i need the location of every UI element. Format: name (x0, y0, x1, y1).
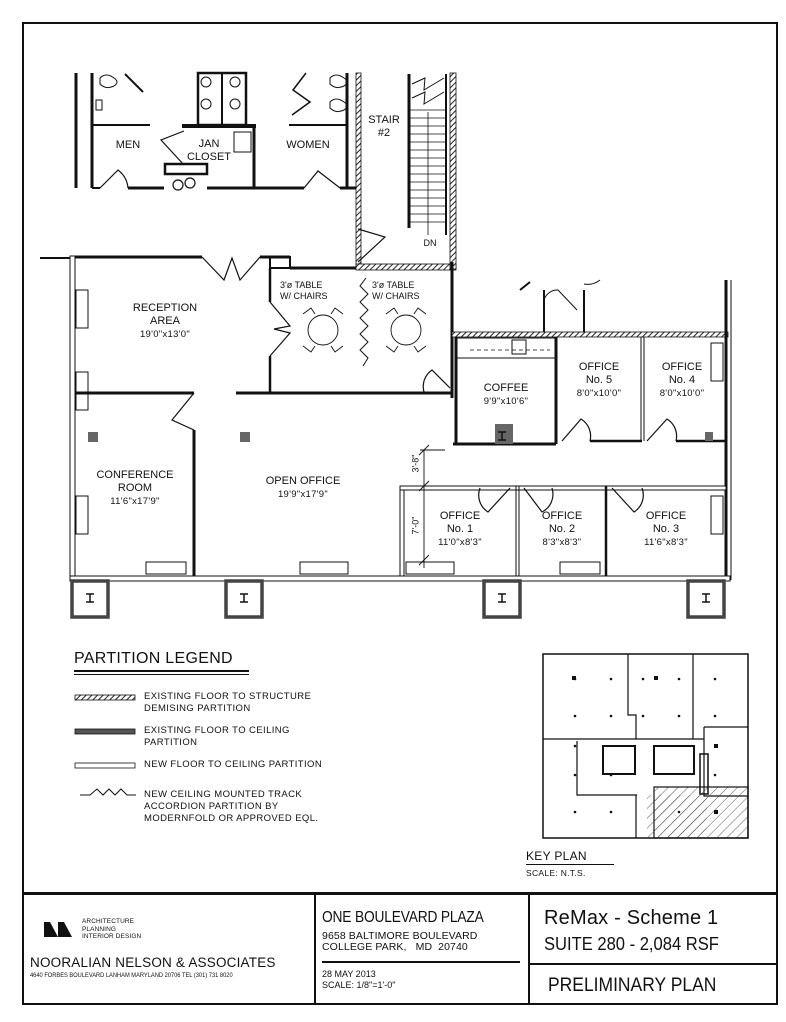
legend-title: PARTITION LEGEND (74, 650, 233, 667)
scheme-header: ReMax - Scheme 1 SUITE 280 - 2,084 RSF (530, 895, 778, 965)
legend-item-new-partition: NEW FLOOR TO CEILING PARTITION (144, 759, 323, 770)
legend-swatches (74, 694, 136, 796)
room-label-stair: STAIR#2 (368, 114, 400, 139)
stair-direction-label: DN (423, 238, 437, 248)
key-plan (542, 653, 749, 839)
firm-name: NOORALIAN NELSON & ASSOCIATES (30, 955, 276, 970)
key-plan-title: KEY PLAN (526, 849, 587, 863)
plan-status: PRELIMINARY PLAN (548, 975, 717, 996)
firm-address: 4640 FORBES BOULEVARD LANHAM MARYLAND 20… (30, 972, 233, 979)
firm-logo-icon (44, 922, 72, 937)
firm-disciplines: ARCHITECTURE PLANNING INTERIOR DESIGN (82, 918, 142, 940)
project-name: ONE BOULEVARD PLAZA (322, 909, 484, 926)
restroom-core (74, 71, 356, 191)
key-plan-scale: SCALE: N.T.S. (526, 868, 586, 878)
title-block: ARCHITECTURE PLANNING INTERIOR DESIGN NO… (22, 892, 778, 1005)
legend-underline (74, 670, 249, 672)
project-divider (322, 961, 520, 963)
suite-info: SUITE 280 - 2,084 RSF (544, 934, 719, 954)
title-block-firm: ARCHITECTURE PLANNING INTERIOR DESIGN NO… (22, 895, 316, 1005)
drawing-sheet-border (22, 22, 778, 1005)
dimension-office-depth: 7'-0" (410, 516, 421, 535)
suite-walls (40, 255, 732, 619)
scheme-name: ReMax - Scheme 1 (544, 907, 719, 929)
project-date-scale: 28 MAY 2013 SCALE: 1/8"=1'-0" (322, 969, 396, 990)
room-label-women: WOMEN (286, 139, 330, 151)
title-block-project: ONE BOULEVARD PLAZA 9658 BALTIMORE BOULE… (316, 895, 530, 1005)
dimension-corridor: 3'-8" (410, 454, 421, 473)
room-label-men: MEN (115, 139, 141, 151)
project-address: 9658 BALTIMORE BOULEVARD COLLEGE PARK, M… (322, 930, 478, 953)
legend-underline-thin (74, 674, 249, 675)
title-block-scheme: ReMax - Scheme 1 SUITE 280 - 2,084 RSF P… (530, 895, 778, 1005)
key-plan-underline (526, 864, 614, 865)
